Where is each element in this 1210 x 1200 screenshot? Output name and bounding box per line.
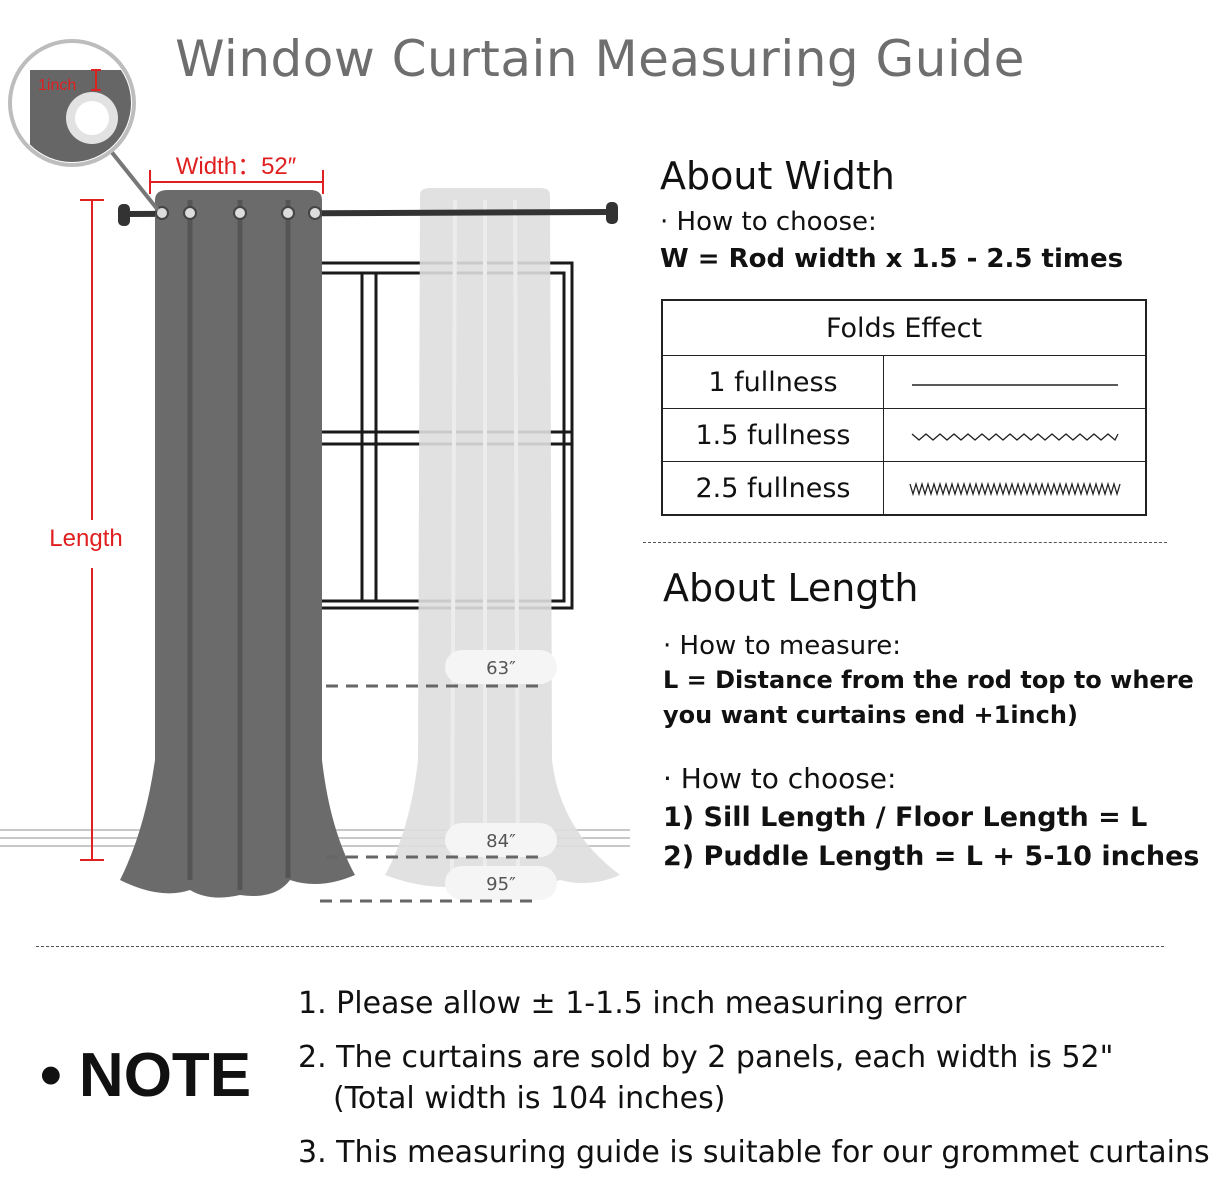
grommet-callout: 1inch [8,39,160,212]
width-how-to-choose: · How to choose: [660,207,877,237]
table-row: 2.5 fullness [661,461,1147,516]
length-how-to-choose: · How to choose: [663,762,897,795]
fold-straight-icon [883,355,1147,409]
length-choice-sill-floor: 1) Sill Length / Floor Length = L [663,802,1148,833]
table-row: 1.5 fullness [661,408,1147,462]
fullness-label: 1 fullness [661,355,884,409]
page-title: Window Curtain Measuring Guide [175,30,1025,88]
length-label: Length [49,525,122,552]
note-divider [36,946,1164,947]
note-item-1: 1. Please allow ± 1-1.5 inch measuring e… [298,986,967,1021]
width-dimension [149,170,324,194]
ghost-curtain [385,188,620,889]
about-length-heading: About Length [663,566,919,610]
length-how-to-measure: · How to measure: [663,631,902,661]
fullness-label: 1.5 fullness [661,408,884,462]
length-measure-line1: L = Distance from the rod top to where [663,666,1194,694]
fold-dense-wave-icon [883,461,1147,516]
width-label: Width：52″ [176,153,297,180]
fullness-label: 2.5 fullness [661,461,884,516]
note-item-3: 3. This measuring guide is suitable for … [298,1135,1210,1170]
grommet-callout-label: 1inch [38,77,76,94]
length-measure-line2: you want curtains end +1inch) [663,701,1078,729]
note-label: • NOTE [40,1041,252,1110]
note-item-2: 2. The curtains are sold by 2 panels, ea… [298,1040,1114,1075]
fold-wave-icon [883,408,1147,462]
width-formula: W = Rod width x 1.5 - 2.5 times [660,244,1124,274]
note-item-2-sub: (Total width is 104 inches) [333,1081,726,1116]
table-row: 1 fullness [661,355,1147,409]
folds-effect-header: Folds Effect [661,299,1147,356]
curtain-illustration: 1inch Width：52″ Length 63″ 84″ 95″ [0,39,630,903]
length-markers: 63″ 84″ 95″ [320,650,557,903]
ghost-curtain-folds [450,199,520,875]
main-curtain [120,190,355,898]
length-dimension [80,199,104,861]
section-divider [643,542,1167,543]
length-choice-puddle: 2) Puddle Length = L + 5-10 inches [663,841,1200,872]
marker-95: 95″ [486,874,516,895]
folds-effect-table: Folds Effect 1 fullness 1.5 fullness 2.5… [661,299,1147,516]
marker-84: 84″ [486,831,516,852]
about-width-heading: About Width [660,154,895,198]
marker-63: 63″ [486,658,516,679]
